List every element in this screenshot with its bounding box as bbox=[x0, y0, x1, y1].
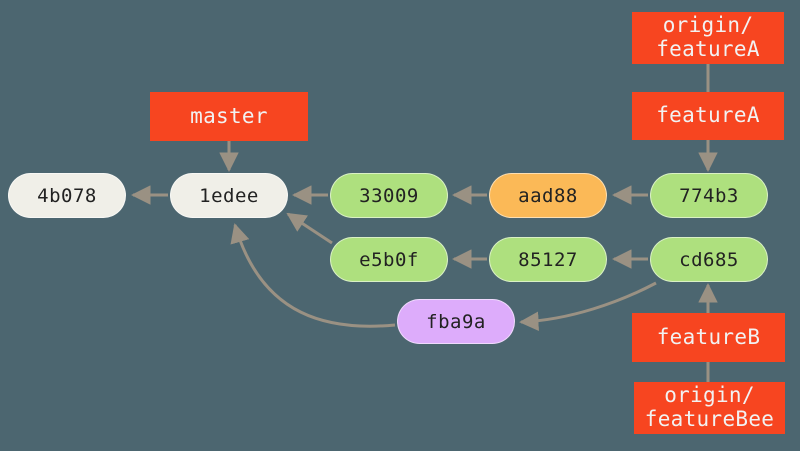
commit-label: aad88 bbox=[518, 184, 578, 207]
commit-node-cd685[interactable]: cd685 bbox=[650, 237, 768, 282]
edge-cd685-to-fba9a bbox=[519, 281, 657, 332]
ref-label: origin/ featureBee bbox=[644, 383, 775, 431]
commit-node-33009[interactable]: 33009 bbox=[330, 173, 448, 218]
ref-label: featureA bbox=[656, 103, 760, 128]
ref-box-master[interactable]: master bbox=[150, 92, 308, 141]
ref-box-featureB[interactable]: featureB bbox=[632, 313, 785, 362]
ref-box-origin-featureA[interactable]: origin/ featureA bbox=[632, 12, 784, 64]
commit-label: 85127 bbox=[518, 248, 578, 271]
ref-label: origin/ featureA bbox=[656, 13, 760, 61]
ref-box-featureA[interactable]: featureA bbox=[632, 92, 784, 140]
ref-label: master bbox=[190, 103, 268, 128]
commit-node-4b078[interactable]: 4b078 bbox=[8, 173, 126, 218]
commit-label: 1edee bbox=[199, 184, 259, 207]
commit-node-aad88[interactable]: aad88 bbox=[489, 173, 607, 218]
commit-node-fba9a[interactable]: fba9a bbox=[397, 299, 515, 344]
commit-label: 33009 bbox=[359, 184, 419, 207]
ref-label: featureB bbox=[656, 324, 761, 349]
commit-label: e5b0f bbox=[359, 248, 419, 271]
ref-box-origin-featureBee[interactable]: origin/ featureBee bbox=[634, 382, 785, 434]
commit-label: 774b3 bbox=[679, 184, 739, 207]
commit-node-774b3[interactable]: 774b3 bbox=[650, 173, 768, 218]
commit-label: fba9a bbox=[426, 310, 486, 333]
commit-node-1edee[interactable]: 1edee bbox=[170, 173, 288, 218]
commit-node-e5b0f[interactable]: e5b0f bbox=[330, 237, 448, 282]
edge-e5b0f-to-1edee bbox=[286, 212, 333, 245]
commit-label: 4b078 bbox=[37, 184, 97, 207]
commit-label: cd685 bbox=[679, 248, 739, 271]
edge-fba9a-to-1edee bbox=[230, 223, 396, 328]
commit-node-85127[interactable]: 85127 bbox=[489, 237, 607, 282]
